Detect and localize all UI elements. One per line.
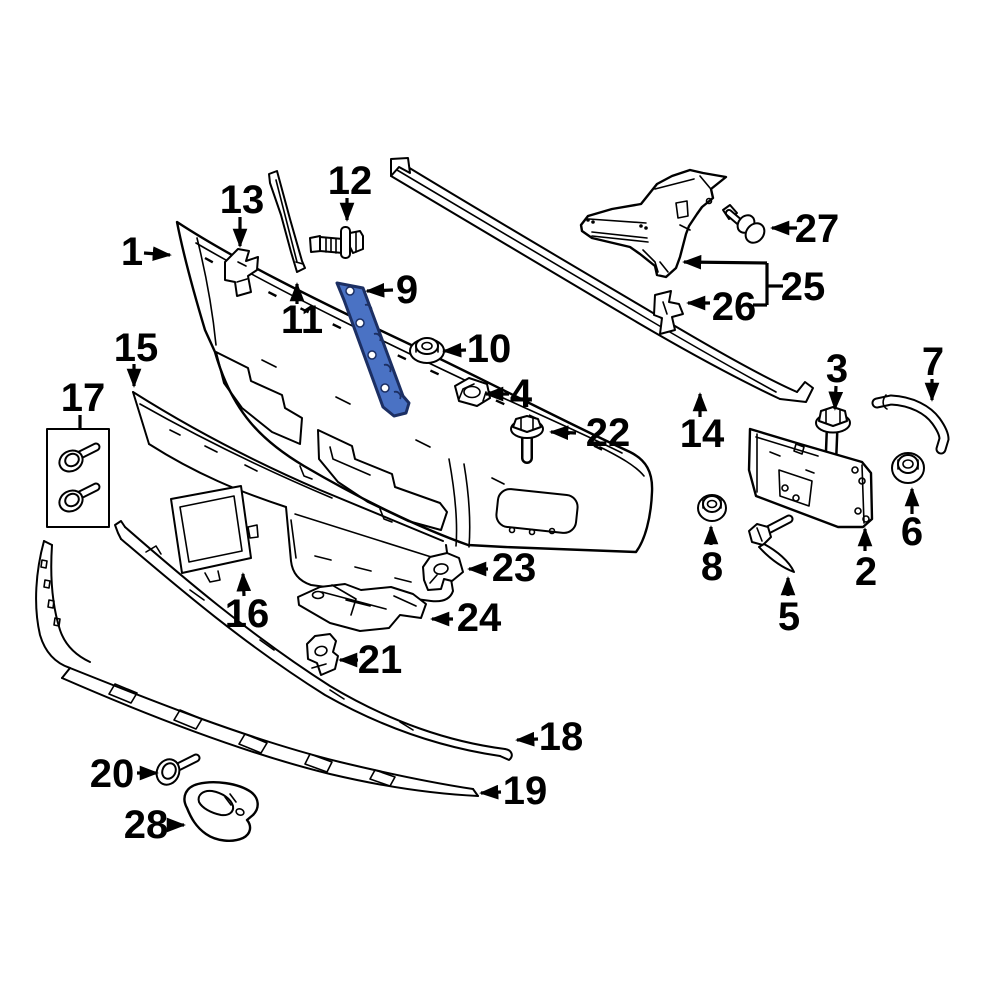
callout-number-3: 3	[826, 347, 848, 391]
part-15-valance-panel	[132, 391, 454, 603]
part-13-bracket	[224, 248, 259, 297]
part-12-bolt	[309, 226, 364, 259]
part-17-bolt-a	[58, 442, 101, 473]
part-7-tow-hook-bar	[871, 394, 950, 455]
part-callout-15: 15	[114, 326, 159, 388]
callout-number-27: 27	[795, 207, 840, 251]
part-callout-7: 7	[922, 340, 944, 402]
callout-leader-line	[515, 731, 539, 747]
part-23-clip	[422, 552, 464, 591]
callout-number-13: 13	[220, 178, 265, 222]
callout-layer: 1234567891011121314151617181920212223242…	[61, 159, 944, 847]
part-18-deflector-upper	[114, 520, 513, 761]
callout-leader-line	[442, 342, 467, 358]
callout-number-8: 8	[701, 545, 723, 589]
part-10-nut	[409, 337, 445, 364]
part-callout-27: 27	[770, 207, 840, 251]
part-9-bracket-highlighted	[335, 281, 411, 418]
callout-leader-line	[236, 572, 252, 597]
part-callout-17: 17	[61, 376, 106, 428]
callout-number-11: 11	[281, 298, 323, 342]
callout-number-24: 24	[457, 596, 502, 640]
part-26-clip	[653, 290, 684, 335]
callout-leader-line	[549, 425, 577, 441]
part-17-bolt-kit-box	[46, 428, 110, 528]
part-20-bolt	[155, 753, 201, 786]
part-callout-8: 8	[701, 525, 723, 589]
callout-number-14: 14	[680, 412, 725, 456]
part-11-brace	[268, 170, 306, 273]
part-callout-20: 20	[90, 752, 159, 796]
part-callout-18: 18	[515, 715, 584, 759]
part-callout-11: 11	[281, 282, 323, 342]
part-callout-9: 9	[365, 268, 418, 312]
callout-leader-line	[479, 784, 502, 800]
part-callout-14: 14	[680, 392, 725, 456]
part-22-bolt	[510, 415, 544, 464]
part-callout-6: 6	[901, 487, 923, 554]
callout-number-6: 6	[901, 510, 923, 554]
part-25-outer-bracket	[579, 168, 728, 279]
part-callout-4: 4	[484, 372, 533, 416]
part-28-tow-eye	[183, 781, 259, 842]
callout-number-21: 21	[358, 638, 403, 682]
part-callout-16: 16	[225, 572, 270, 636]
callout-number-17: 17	[61, 376, 106, 420]
part-callout-5: 5	[778, 576, 800, 639]
part-19-deflector-lower	[35, 540, 479, 797]
callout-number-12: 12	[328, 159, 373, 203]
part-17-bolt-b	[58, 482, 101, 513]
callout-number-4: 4	[510, 372, 533, 416]
callout-number-7: 7	[922, 340, 944, 384]
part-4-clip-nut	[454, 377, 491, 407]
part-6-nut	[891, 452, 925, 484]
part-callout-3: 3	[826, 347, 848, 411]
callout-leader-line	[365, 282, 394, 298]
callout-number-28: 28	[124, 803, 169, 847]
part-callout-25: 25	[682, 254, 826, 309]
part-callout-1: 1	[121, 230, 172, 274]
callout-number-10: 10	[467, 327, 512, 371]
callout-number-19: 19	[503, 769, 548, 813]
part-27-push-pin	[722, 204, 766, 244]
part-callout-2: 2	[855, 527, 877, 594]
callout-leader-line	[682, 254, 768, 270]
part-callout-10: 10	[442, 327, 512, 371]
part-callout-13: 13	[220, 178, 265, 248]
callout-number-18: 18	[539, 715, 584, 759]
callout-leader-line	[828, 385, 844, 411]
part-callout-23: 23	[467, 546, 537, 590]
callout-number-2: 2	[855, 550, 877, 594]
callout-number-9: 9	[396, 268, 418, 312]
part-8-nut	[697, 494, 727, 522]
part-1-bumper-face-bar	[175, 220, 654, 554]
part-24-support-bracket	[297, 583, 427, 632]
part-21-clip	[306, 633, 339, 676]
part-2-side-bracket	[747, 427, 874, 529]
callout-number-20: 20	[90, 752, 135, 796]
callout-number-16: 16	[225, 592, 270, 636]
callout-number-25: 25	[781, 265, 826, 309]
part-callout-19: 19	[479, 769, 548, 813]
part-callout-12: 12	[328, 159, 373, 222]
part-callout-21: 21	[338, 638, 403, 682]
callout-number-1: 1	[121, 230, 143, 274]
callout-number-5: 5	[778, 595, 800, 639]
part-callout-22: 22	[549, 411, 631, 455]
callout-number-23: 23	[492, 546, 537, 590]
callout-number-22: 22	[586, 411, 631, 455]
callout-number-15: 15	[114, 326, 159, 370]
part-16-license-plate-bracket	[170, 485, 259, 583]
part-14-molding-strip	[390, 157, 814, 403]
callout-number-26: 26	[712, 285, 757, 329]
part-callout-24: 24	[430, 596, 502, 640]
part-5-bolt	[748, 514, 795, 573]
callout-leader-line	[143, 246, 172, 262]
part-callout-28: 28	[124, 803, 186, 847]
part-callout-26: 26	[686, 285, 757, 329]
